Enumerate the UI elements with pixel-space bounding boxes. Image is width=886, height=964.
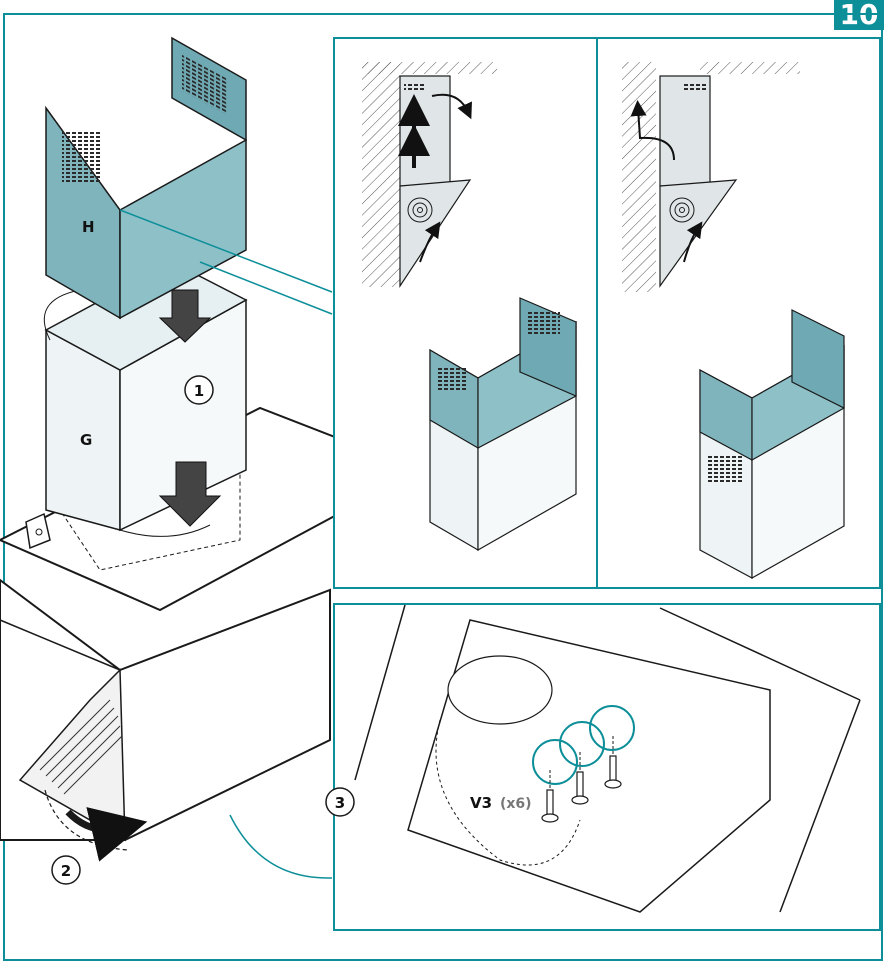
screw-hole-circle-1 — [532, 739, 578, 785]
screw-name-label: V3 — [470, 794, 492, 812]
hood-filter-slats — [39, 699, 123, 795]
screw-qty-label: (x6) — [500, 796, 532, 812]
step-2-marker: 2 — [61, 862, 71, 880]
rotate-arrow — [65, 807, 148, 862]
hood-body — [0, 578, 331, 841]
screw-hole-circle-2 — [559, 721, 605, 767]
page-frame — [3, 13, 883, 961]
ducted-chimney — [429, 297, 577, 552]
step-1-marker: 1 — [194, 382, 204, 400]
vents-left — [62, 132, 100, 182]
ducted-mode-diagram — [362, 62, 497, 288]
hood-underside-view — [354, 604, 861, 913]
wall-bracket — [25, 512, 51, 550]
screws — [541, 755, 622, 823]
down-arrow-top — [158, 289, 212, 343]
label-g: G — [80, 431, 92, 449]
down-arrow-bottom — [158, 461, 222, 527]
step-3-marker: 3 — [335, 794, 345, 812]
recirculating-mode-diagram — [622, 62, 800, 292]
hood-assembly: G H 1 2 — [0, 36, 423, 885]
screw-hole-circle-3 — [589, 705, 635, 751]
vents-back — [182, 54, 228, 116]
label-h: H — [82, 218, 95, 236]
recirculating-chimney — [699, 309, 845, 580]
chimney-h-front — [119, 138, 247, 320]
hood-side — [18, 668, 126, 842]
